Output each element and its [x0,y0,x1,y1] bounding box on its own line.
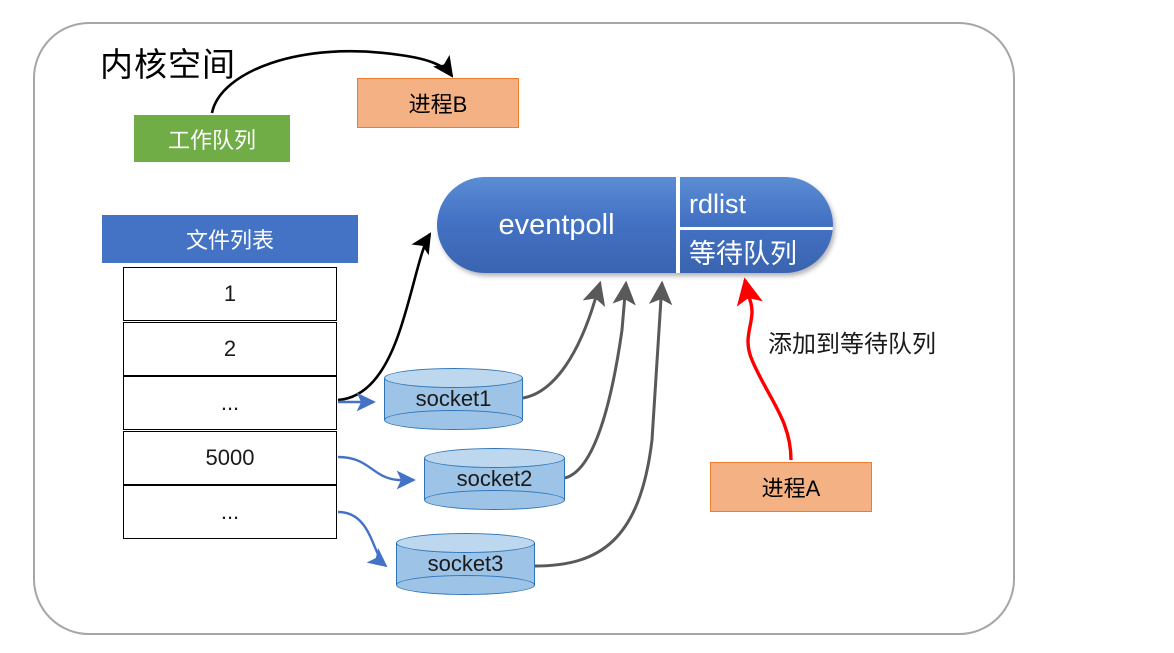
cylinder-bottom [384,410,523,430]
filelist-rows: 1 2 ... 5000 ... [123,267,337,540]
rdlist-label: rdlist [689,188,747,219]
workqueue-label: 工作队列 [167,127,256,153]
cylinder-top [424,448,565,468]
kernel-space-title: 内核空间 [100,46,236,83]
process-b-box[interactable]: 进程B [357,78,519,128]
process-b-label: 进程B [408,92,468,117]
eventpoll-vertical-divider [676,177,680,273]
filelist-header: 文件列表 [102,215,358,263]
cylinder-top [396,533,535,553]
filelist-row-label: 1 [223,281,237,306]
socket3-label: socket3 [427,551,504,576]
filelist-row-label: 5000 [205,444,255,470]
filelist-row-label: ... [220,390,240,415]
socket2-node[interactable]: socket2 [424,448,565,510]
cylinder-bottom [396,575,535,595]
waitqueue-label: 等待队列 [689,239,797,269]
filelist-row-label: 2 [223,335,237,361]
filelist-header-label: 文件列表 [185,228,274,253]
socket1-label: socket1 [415,386,492,411]
workqueue-box[interactable]: 工作队列 [134,115,290,162]
socket2-label: socket2 [456,466,533,491]
process-a-label: 进程A [761,476,821,501]
filelist-row[interactable]: 5000 [123,430,337,485]
socket1-node[interactable]: socket1 [384,368,523,430]
filelist-row[interactable]: ... [123,376,337,430]
filelist-row[interactable]: 1 [123,267,337,321]
socket3-node[interactable]: socket3 [396,533,535,595]
eventpoll-node[interactable]: eventpoll rdlist 等待队列 [437,177,833,273]
eventpoll-horizontal-divider [680,227,833,230]
cylinder-top [384,368,523,388]
filelist-row-label: ... [220,499,240,524]
add-to-waitqueue-annotation: 添加到等待队列 [768,331,936,358]
process-a-box[interactable]: 进程A [710,462,872,512]
cylinder-bottom [424,490,565,510]
filelist-row[interactable]: ... [123,485,337,539]
eventpoll-label: eventpoll [498,208,615,241]
kernel-space-container [33,22,1015,635]
filelist-row[interactable]: 2 [123,321,337,376]
